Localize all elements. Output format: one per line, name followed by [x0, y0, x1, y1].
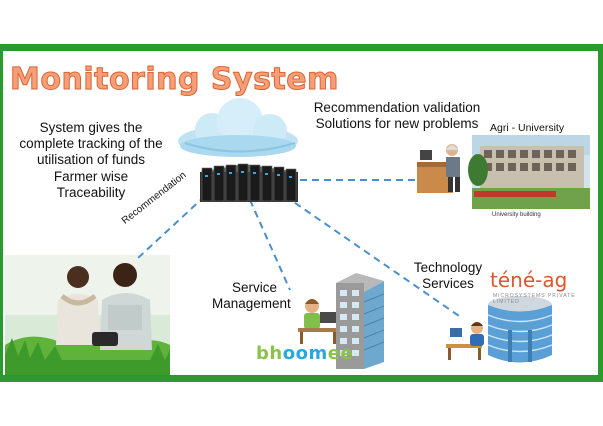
person-laptop-icon — [298, 299, 338, 344]
office-building-icon — [336, 273, 385, 369]
professor-desk-icon — [417, 144, 460, 193]
tene-ag-tagline: MICROSYSTEMS PRIVATE LIMITED — [493, 293, 576, 305]
person-computer-icon — [446, 322, 484, 360]
summary-line-2: complete tracking of the — [19, 136, 163, 152]
bhoomee-logo-letter: o — [282, 343, 296, 364]
bhoomee-logo-letter: b — [256, 343, 270, 364]
bhoomee-logo-letter: h — [269, 343, 283, 364]
server-rack-icon — [200, 163, 298, 202]
university-label: Agri - University — [490, 122, 565, 134]
data-center-building-icon — [487, 296, 553, 363]
tene-ag-logo: téné-ag — [490, 268, 568, 292]
cloud-icon — [178, 98, 298, 157]
service-label-line-2: Management — [212, 296, 291, 312]
bhoomee-logo: bhoomee — [256, 343, 353, 364]
validation-line-2: Solutions for new problems — [315, 116, 479, 132]
validation-text: Recommendation validation Solutions for … — [304, 100, 490, 132]
tracking-summary: System gives the complete tracking of th… — [18, 120, 164, 201]
bhoomee-logo-letter: m — [308, 343, 328, 364]
service-management-label: Service Management — [212, 280, 296, 312]
tech-label-line-1: Technology — [413, 260, 483, 275]
slide-frame — [0, 44, 603, 382]
summary-line-1: System gives the — [39, 120, 143, 135]
bhoomee-logo-letter: e — [327, 343, 341, 364]
university-photo-caption: University building — [492, 212, 541, 218]
university-building-photo — [468, 135, 590, 209]
technology-services-label: Technology Services — [408, 260, 488, 292]
summary-line-3: utilisation of funds — [36, 152, 146, 168]
validation-line-1: Recommendation validation — [313, 100, 481, 115]
connector-lines — [137, 179, 463, 319]
bhoomee-logo-letter: e — [340, 343, 354, 364]
page-title: Monitoring System — [10, 62, 339, 98]
bhoomee-logo-letter: o — [295, 343, 309, 364]
service-label-line-1: Service — [232, 280, 278, 295]
tech-label-line-2: Services — [422, 276, 474, 292]
farmers-photo — [5, 255, 170, 375]
summary-line-4: Farmer wise Traceability — [53, 168, 129, 200]
